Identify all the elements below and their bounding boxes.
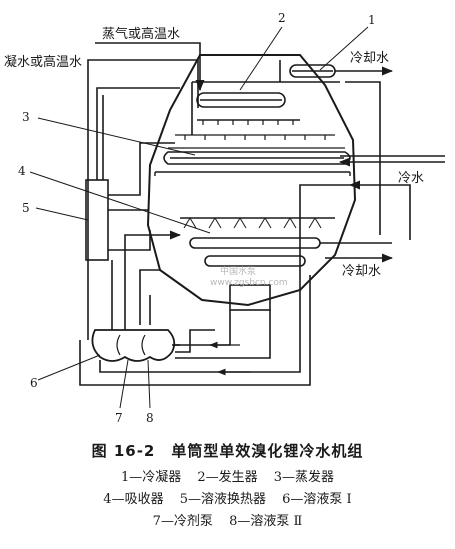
legend-row-1: 1—冷凝器 2—发生器 3—蒸发器	[0, 467, 455, 489]
legend-item: 7—冷剂泵	[152, 514, 213, 529]
callout-5: 5	[22, 201, 30, 215]
legend-row-3: 7—冷剂泵 8—溶液泵 Ⅱ	[0, 511, 455, 533]
callout-4: 4	[18, 164, 26, 178]
legend-item: 1—冷凝器	[120, 470, 182, 485]
legend-item: 5—溶液换热器	[179, 492, 266, 507]
lithium-bromide-chiller-diagram: 蒸气或高温水 凝水或高温水 冷却水 冷水 冷却水 1 2 3 4 5 6 7 8…	[4, 11, 445, 425]
callout-1: 1	[368, 13, 376, 27]
cooling-water-top-label: 冷却水	[350, 51, 389, 66]
condensate-outlet-label: 凝水或高温水	[4, 54, 82, 70]
legend-item: 6—溶液泵 Ⅰ	[282, 492, 352, 507]
cooling-water-bottom-label: 冷却水	[342, 264, 381, 279]
solution-sump	[229, 284, 271, 311]
steam-inlet-label: 蒸气或高温水	[102, 26, 180, 42]
generator-tube-bundle	[196, 92, 286, 108]
legend-row-2: 4—吸收器 5—溶液换热器 6—溶液泵 Ⅰ	[0, 489, 455, 511]
legend-item: 2—发生器	[197, 470, 258, 485]
callout-8: 8	[146, 411, 154, 425]
shell-outline	[146, 54, 357, 307]
legend-item: 4—吸收器	[103, 492, 164, 507]
legend-item: 8—溶液泵 Ⅱ	[229, 514, 303, 529]
watermark-line1: 中国水泵	[220, 265, 256, 277]
callout-7: 7	[115, 411, 123, 425]
legend-item: 3—蒸发器	[273, 470, 335, 485]
chilled-water-label: 冷水	[398, 171, 424, 186]
callout-6: 6	[30, 376, 38, 390]
watermark-line2: www.zgsbcn.com	[210, 278, 288, 288]
caption-title: 图 16-2 单筒型单效溴化锂冷水机组	[91, 442, 364, 460]
figure-caption: 图 16-2 单筒型单效溴化锂冷水机组 1—冷凝器 2—发生器 3—蒸发器 4—…	[0, 440, 455, 533]
callout-2: 2	[278, 11, 286, 25]
pump-cluster	[91, 329, 180, 362]
callout-3: 3	[22, 110, 30, 124]
